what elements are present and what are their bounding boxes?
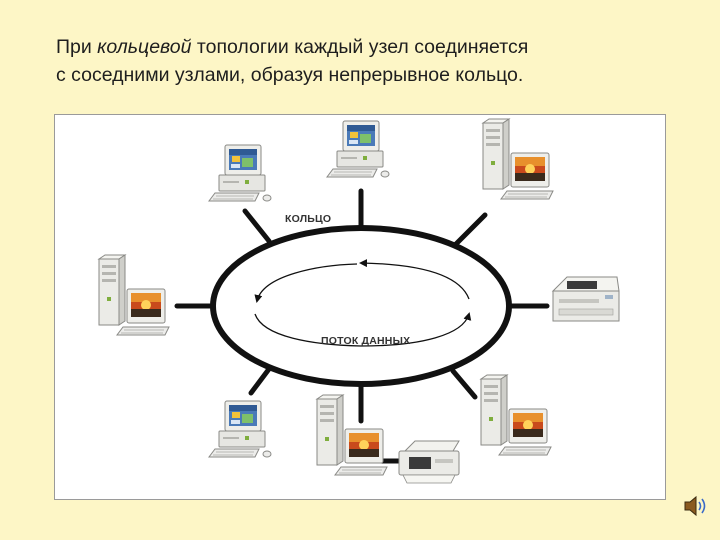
desktop-computer-icon <box>208 144 272 202</box>
diagram-canvas <box>98 118 620 484</box>
caption-line-1: При кольцевой топологии каждый узел соед… <box>56 33 656 61</box>
tower-computer-icon <box>316 394 388 476</box>
ring-connectors <box>174 188 550 464</box>
tower-computer-icon <box>98 254 170 336</box>
caption-text-start: При <box>56 36 98 58</box>
ring-topology-diagram: КОЛЬЦО ПОТОК ДАННЫХ <box>54 114 666 500</box>
tower-computer-icon <box>482 118 554 200</box>
flow-arrow-bottom <box>254 312 472 347</box>
desktop-computer-icon <box>208 400 272 458</box>
tower-computer-icon <box>480 374 552 456</box>
caption-emphasis: кольцевой <box>97 36 192 58</box>
data-flow-label: ПОТОК ДАННЫХ <box>321 335 411 347</box>
laser-printer-icon <box>552 276 620 322</box>
connector-tower-bottom-right <box>450 368 478 400</box>
inkjet-printer-icon <box>398 440 460 484</box>
caption-line-2: с соседними узлами, образуя непрерывное … <box>56 64 524 86</box>
flow-arrow-top <box>359 259 470 300</box>
caption-text-end: топологии каждый узел соединяется <box>191 36 529 58</box>
caption: При кольцевой топологии каждый узел соед… <box>56 33 656 89</box>
ring <box>210 225 512 387</box>
connector-pc-top-left <box>242 208 272 244</box>
speaker-icon[interactable] <box>683 494 709 518</box>
desktop-computer-icon <box>326 120 390 178</box>
flow-arrow-left <box>254 263 358 303</box>
ring-label: КОЛЬЦО <box>285 213 332 225</box>
connector-tower-top-right <box>452 212 488 248</box>
connector-pc-bottom-left <box>248 366 272 396</box>
